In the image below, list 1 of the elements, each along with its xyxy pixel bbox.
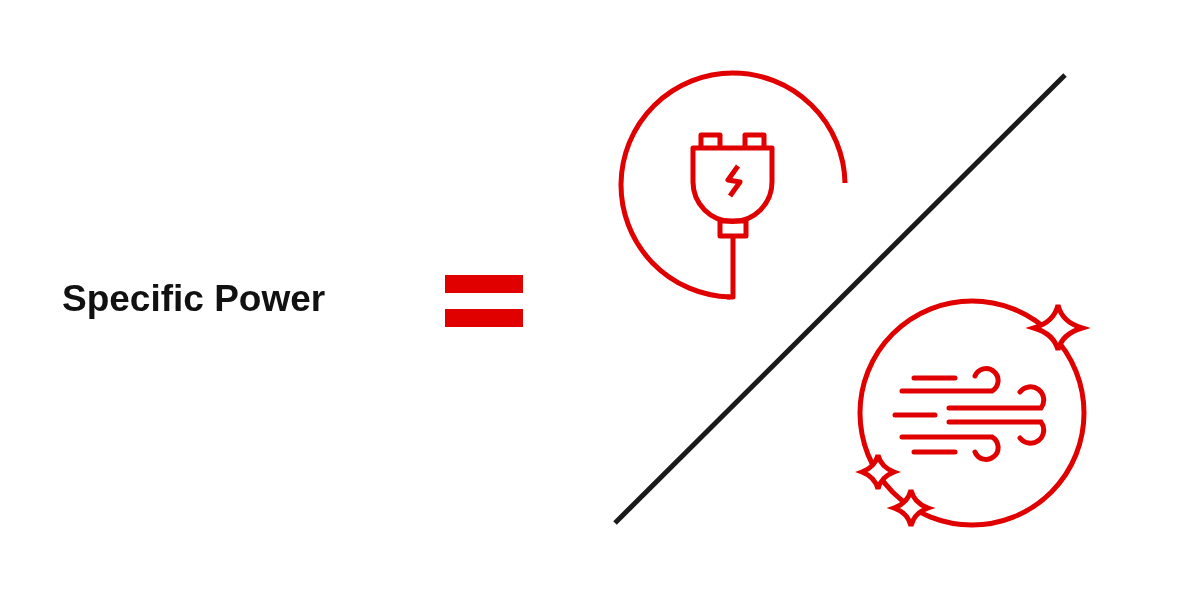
formula-term: Specific Power [62,278,326,320]
